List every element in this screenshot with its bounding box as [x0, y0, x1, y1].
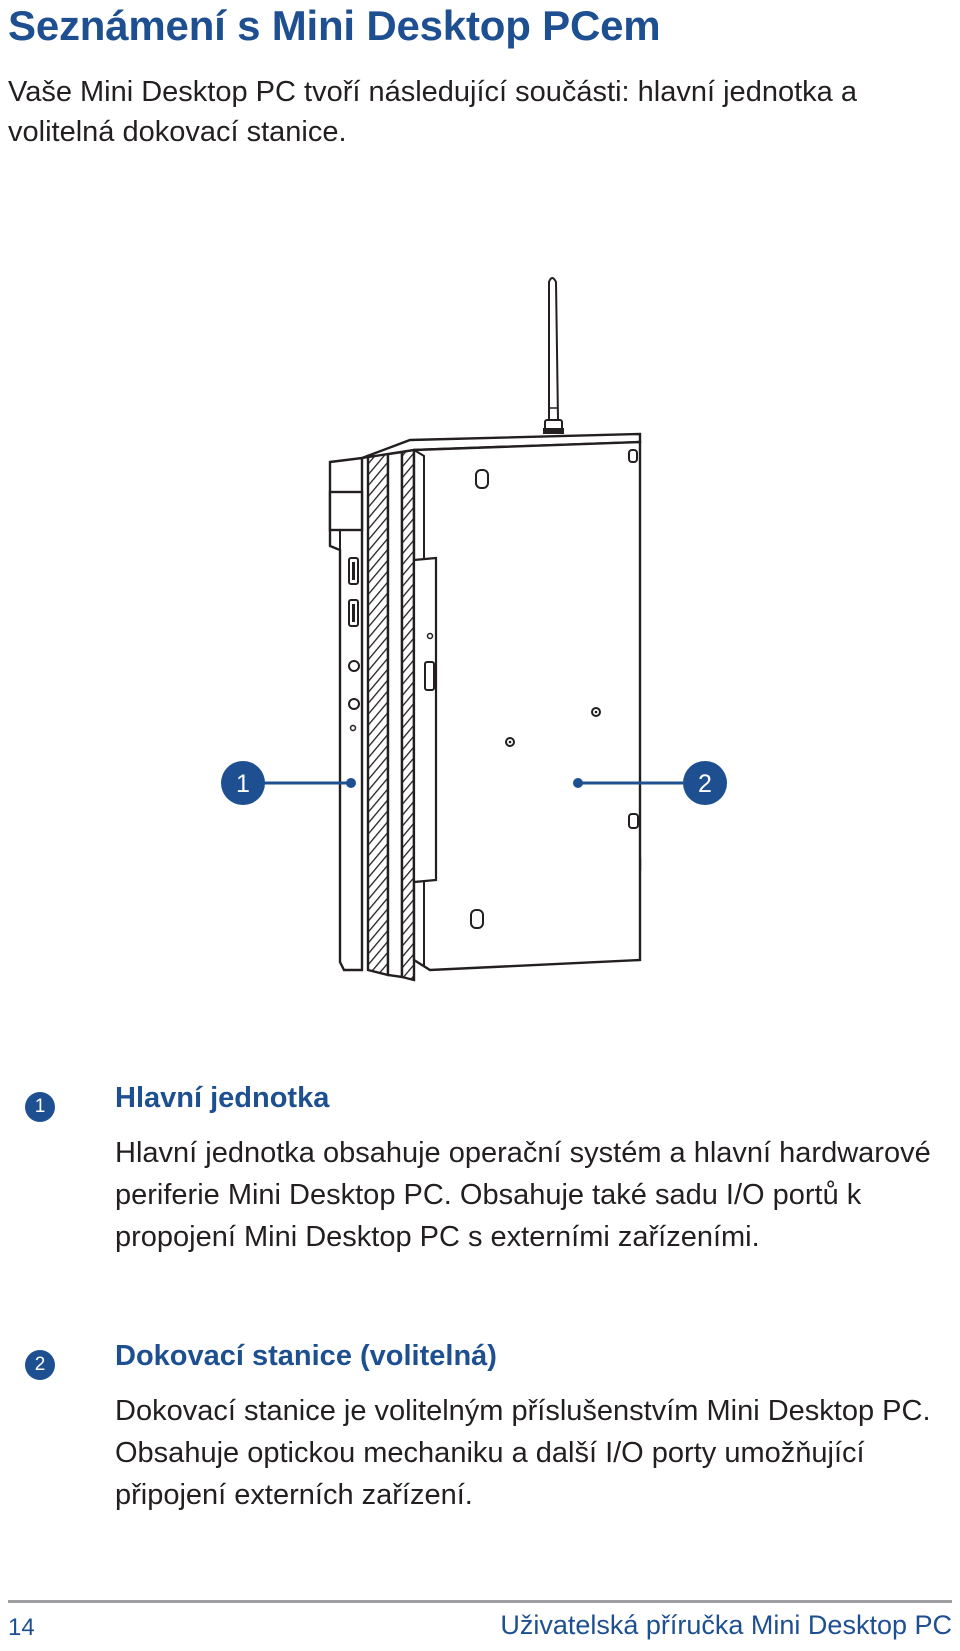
intro-text: Vaše Mini Desktop PC tvoří následující s… — [8, 76, 857, 148]
callout-2-label: 2 — [698, 770, 712, 798]
page-title: Seznámení s Mini Desktop PCem — [8, 2, 661, 49]
main-unit-drawing — [328, 432, 642, 982]
antenna-icon — [543, 277, 564, 434]
item-description: Hlavní jednotka obsahuje operační systém… — [115, 1137, 931, 1253]
docking-station-drawing — [412, 440, 642, 972]
item-heading: Dokovací stanice (volitelná) — [115, 1340, 497, 1372]
item-description: Dokovací stanice je volitelným příslušen… — [115, 1395, 931, 1511]
callout-1: 1 — [221, 761, 356, 805]
footer-divider — [8, 1600, 952, 1603]
callout-1-label: 1 — [236, 770, 250, 798]
item-number-badge: 1 — [25, 1092, 55, 1122]
item-number-badge: 2 — [25, 1350, 55, 1380]
manual-title: Uživatelská příručka Mini Desktop PC — [500, 1610, 952, 1640]
item-heading: Hlavní jednotka — [115, 1082, 330, 1114]
callout-2: 2 — [573, 761, 727, 805]
mini-desktop-pc-illustration: 1 2 — [221, 277, 727, 982]
page-number: 14 — [8, 1614, 35, 1641]
